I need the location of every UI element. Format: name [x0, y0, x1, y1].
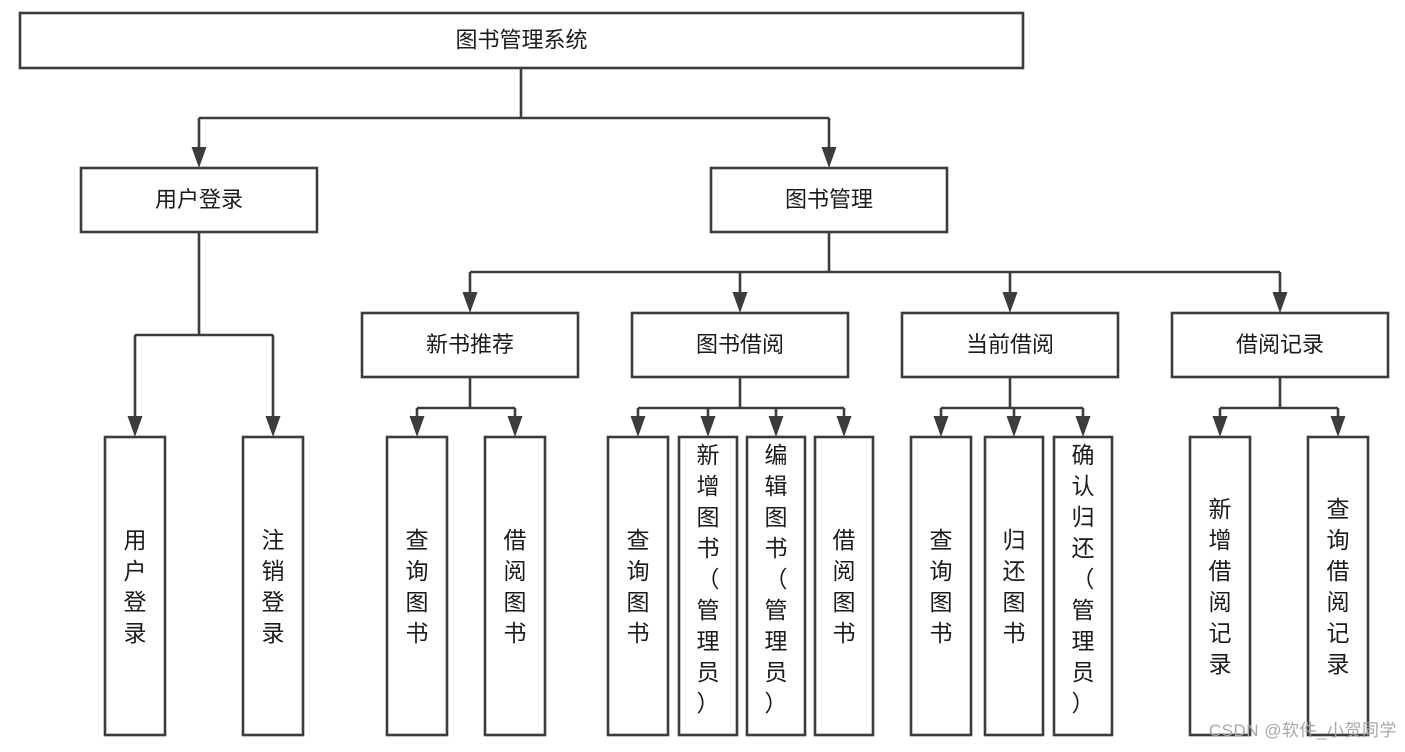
node-level3-2-rect: [630, 311, 850, 379]
level3-1-to-leaves-arrow-icon-1: [700, 416, 716, 437]
node-layer: 图书管理系统用户登录图书管理新书推荐图书借阅当前借阅借阅记录用户登录注销登录查询…: [18, 11, 1390, 737]
node-leaf-12-rect: [1188, 435, 1252, 737]
node-level3-3-rect: [900, 311, 1120, 379]
node-root-book-management-system-rect: [18, 11, 1025, 70]
level3-1-to-leaves-arrow-icon-0: [630, 416, 646, 437]
node-leaf-8-rect: [813, 435, 875, 737]
node-level2-1[interactable]: 用户登录: [79, 166, 319, 234]
level3-2-to-leaves-arrow-icon-2: [1075, 416, 1091, 437]
book-mgmt-to-level3-arrow-icon-2: [1002, 292, 1018, 313]
node-leaf-10-label: 归还图书: [1003, 527, 1026, 646]
node-leaf-5-label: 查询图书: [627, 527, 650, 646]
level3-3-to-leaves-arrow-icon-1: [1330, 416, 1346, 437]
user-login-to-leaves-arrow-icon-1: [265, 416, 281, 437]
node-leaf-9-rect: [909, 435, 973, 737]
node-leaf-6-label: 新增图书（管理员）: [697, 442, 720, 716]
node-leaf-8[interactable]: 借阅图书: [813, 435, 875, 737]
node-level3-2[interactable]: 图书借阅: [630, 311, 850, 379]
node-leaf-13-label: 查询借阅记录: [1327, 496, 1350, 677]
node-leaf-10-rect: [983, 435, 1045, 737]
node-root-book-management-system[interactable]: 图书管理系统: [18, 11, 1025, 70]
node-leaf-8-label: 借阅图书: [833, 527, 856, 646]
node-leaf-4-label: 借阅图书: [504, 527, 527, 646]
node-leaf-11[interactable]: 确认归还（管理员）: [1052, 435, 1114, 737]
root-to-level2-arrow-icon-1: [821, 147, 837, 168]
node-leaf-6-rect: [677, 435, 739, 737]
node-leaf-12-label: 新增借阅记录: [1209, 496, 1232, 677]
root-to-level2-arrow-icon-0: [191, 147, 207, 168]
level3-1-to-leaves-arrow-icon-3: [836, 416, 852, 437]
node-level3-4[interactable]: 借阅记录: [1170, 311, 1390, 379]
node-leaf-2-label: 注销登录: [262, 527, 285, 646]
node-leaf-9[interactable]: 查询图书: [909, 435, 973, 737]
node-level3-4-label: 借阅记录: [1236, 332, 1324, 357]
book-mgmt-to-level3-arrow-icon-1: [732, 292, 748, 313]
node-leaf-3-label: 查询图书: [406, 527, 429, 646]
node-leaf-7-label: 编辑图书（管理员）: [765, 442, 788, 716]
connector-layer: [127, 68, 1346, 437]
node-leaf-4[interactable]: 借阅图书: [483, 435, 547, 737]
node-level3-3-label: 当前借阅: [966, 332, 1054, 357]
node-level3-1-label: 新书推荐: [426, 332, 514, 357]
node-leaf-10[interactable]: 归还图书: [983, 435, 1045, 737]
node-root-book-management-system-label: 图书管理系统: [455, 27, 587, 52]
node-leaf-2-rect: [241, 435, 305, 737]
level3-2-to-leaves-arrow-icon-1: [1006, 416, 1022, 437]
node-level2-2-rect: [709, 166, 949, 234]
level3-1-to-leaves-arrow-icon-2: [768, 416, 784, 437]
node-leaf-3[interactable]: 查询图书: [385, 435, 449, 737]
user-login-to-leaves-arrow-icon-0: [127, 416, 143, 437]
node-level3-3[interactable]: 当前借阅: [900, 311, 1120, 379]
node-leaf-1-label: 用户登录: [124, 527, 147, 646]
node-leaf-2[interactable]: 注销登录: [241, 435, 305, 737]
node-leaf-4-rect: [483, 435, 547, 737]
node-leaf-9-label: 查询图书: [930, 527, 953, 646]
node-leaf-5[interactable]: 查询图书: [606, 435, 670, 737]
level3-2-to-leaves-arrow-icon-0: [933, 416, 949, 437]
node-level2-2-label: 图书管理: [785, 187, 873, 212]
node-leaf-5-rect: [606, 435, 670, 737]
node-leaf-3-rect: [385, 435, 449, 737]
node-leaf-13-rect: [1306, 435, 1370, 737]
node-level2-1-label: 用户登录: [155, 187, 243, 212]
node-level3-1-rect: [360, 311, 580, 379]
node-leaf-7[interactable]: 编辑图书（管理员）: [745, 435, 807, 737]
node-leaf-12[interactable]: 新增借阅记录: [1188, 435, 1252, 737]
book-mgmt-to-level3-arrow-icon-3: [1272, 292, 1288, 313]
node-leaf-1-rect: [103, 435, 167, 737]
node-leaf-11-label: 确认归还（管理员）: [1072, 442, 1095, 716]
level3-0-to-leaves-arrow-icon-1: [507, 416, 523, 437]
node-leaf-11-rect: [1052, 435, 1114, 737]
level3-0-to-leaves-arrow-icon-0: [409, 416, 425, 437]
node-leaf-13[interactable]: 查询借阅记录: [1306, 435, 1370, 737]
node-leaf-1[interactable]: 用户登录: [103, 435, 167, 737]
node-leaf-6[interactable]: 新增图书（管理员）: [677, 435, 739, 737]
node-level3-2-label: 图书借阅: [696, 332, 784, 357]
node-level2-1-rect: [79, 166, 319, 234]
node-level2-2[interactable]: 图书管理: [709, 166, 949, 234]
book-mgmt-to-level3-arrow-icon-0: [462, 292, 478, 313]
node-leaf-7-rect: [745, 435, 807, 737]
node-level3-4-rect: [1170, 311, 1390, 379]
level3-3-to-leaves-arrow-icon-0: [1212, 416, 1228, 437]
node-level3-1[interactable]: 新书推荐: [360, 311, 580, 379]
